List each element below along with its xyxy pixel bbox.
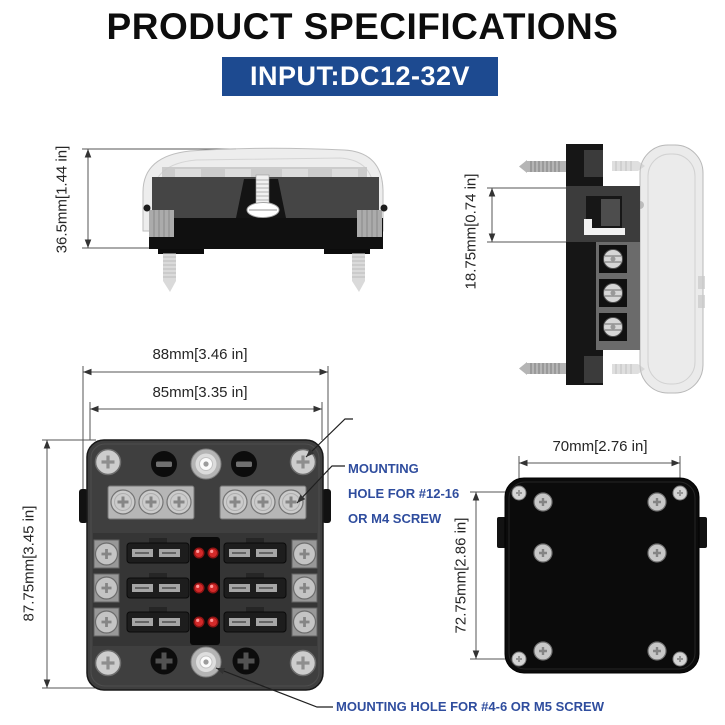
annotation-m4-line1: MOUNTING — [348, 461, 419, 476]
dim-label-width-outer: 88mm[3.46 in] — [152, 346, 248, 363]
top-face-view — [42, 366, 353, 708]
dim-label-side-depth: 18.75mm[0.74 in] — [462, 173, 480, 290]
top-face-dim-lines — [42, 366, 329, 689]
annotation-mounting-hole-m5: MOUNTING HOLE FOR #4-6 OR M5 SCREW — [336, 699, 604, 714]
mounting-screws-down — [163, 253, 365, 292]
positive-terminals — [150, 647, 260, 675]
input-voltage-text: INPUT:DC12-32V — [249, 61, 471, 91]
ghost-cover — [639, 144, 704, 394]
mounting-screw-top — [519, 160, 566, 173]
bottom-center-stud — [190, 646, 222, 678]
side-elevation-dim-lines — [487, 187, 567, 243]
top-face-drawing — [79, 439, 331, 691]
front-elevation-view — [82, 147, 388, 292]
back-face-dim-lines — [470, 456, 681, 660]
input-voltage-badge: INPUT:DC12-32V — [222, 57, 498, 96]
terminal-strips — [107, 485, 307, 520]
annotation-mounting-hole-m4: MOUNTING HOLE FOR #12-16 OR M4 SCREW — [348, 456, 459, 531]
annotation-leader-lines — [215, 418, 353, 708]
annotation-m4-line3: OR M4 SCREW — [348, 511, 442, 526]
dim-label-top-height: 87.75mm[3.45 in] — [20, 505, 38, 622]
center-wing-screw — [246, 174, 280, 218]
back-face-view — [470, 456, 707, 674]
back-plate — [504, 477, 700, 674]
annotation-m4-line2: HOLE FOR #12-16 — [348, 486, 460, 501]
front-elevation-dim-lines — [82, 148, 236, 249]
side-elevation-drawing — [519, 144, 705, 394]
dim-label-front-height: 36.5mm[1.44 in] — [53, 145, 71, 254]
front-elevation-drawing — [142, 147, 388, 292]
negative-terminals — [151, 451, 257, 477]
page-title: PRODUCT SPECIFICATIONS — [106, 6, 619, 47]
back-face-drawing — [497, 477, 707, 674]
side-elevation-view — [487, 144, 705, 394]
dim-label-width-inner: 85mm[3.35 in] — [152, 384, 248, 401]
mounting-screw-bottom — [519, 362, 566, 375]
base-black — [149, 218, 383, 249]
top-center-stud — [190, 448, 222, 480]
side-terminal-caps — [143, 204, 388, 237]
dim-label-back-width: 70mm[2.76 in] — [552, 438, 648, 455]
